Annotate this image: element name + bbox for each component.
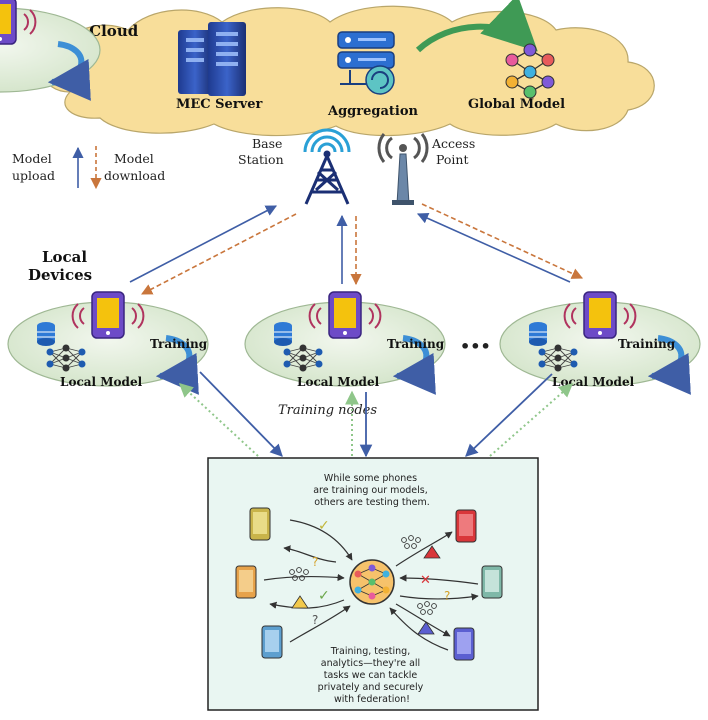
- central-model-icon: [349, 559, 395, 605]
- checkmark-icon-2: ✓: [318, 588, 330, 604]
- legend-download-line2: download: [104, 168, 165, 183]
- phone-icon-training-1: [249, 507, 271, 541]
- aggregation-icon: [337, 31, 395, 95]
- base-station-label-line1: Base: [252, 136, 282, 151]
- caption-top-line2: are training our models,: [313, 485, 428, 496]
- caption-bottom-line1: Training, testing,: [330, 646, 410, 657]
- base-station-label-line2: Station: [238, 152, 284, 167]
- aggregation-label: Aggregation: [327, 104, 419, 119]
- checkmark-icon-1: ✓: [318, 518, 330, 534]
- federation-panel: While some phones are training our model…: [207, 457, 539, 711]
- local-devices-title-line2: Devices: [28, 266, 92, 284]
- legend-download-line1: Model: [114, 151, 154, 166]
- sketch-arrow-3: [263, 573, 345, 582]
- sketch-arrow-6: [395, 531, 453, 567]
- caption-bottom-line2: analytics—they're all: [321, 658, 420, 669]
- sketch-arrow-4: [269, 599, 345, 609]
- aggregation-to-global-arrow: [415, 0, 538, 53]
- arrow-legend: Model upload Model download: [12, 146, 165, 190]
- access-point: Access Point: [377, 133, 475, 205]
- sketch-arrow-9: [395, 603, 451, 637]
- phone-icon-training-2: [235, 565, 257, 599]
- data-dots-icon: [289, 535, 437, 615]
- caption-top: While some phones are training our model…: [313, 473, 431, 508]
- sketch-arrow-7: [399, 574, 479, 585]
- question-icon-3: ?: [444, 589, 450, 603]
- neural-network-icon: [505, 43, 555, 99]
- question-icon-2: ?: [312, 613, 318, 627]
- sketch-arrow-2: [283, 545, 337, 563]
- sketch-arrow-5: [289, 605, 351, 643]
- phone-icon-testing-2: [481, 565, 503, 599]
- legend-upload-line2: upload: [12, 168, 55, 183]
- caption-top-line3: others are testing them.: [314, 497, 429, 508]
- phone-icon-testing-1: [455, 509, 477, 543]
- edge-cloud: Edge Cloud MEC Server Aggre: [42, 0, 655, 137]
- download-arrow-left: [141, 213, 297, 295]
- caption-bottom: Training, testing, analytics—they're all…: [318, 646, 427, 705]
- training-nodes-label: Training nodes: [278, 403, 377, 418]
- local-devices-title-line1: Local: [42, 248, 87, 266]
- base-station: Base Station: [238, 128, 351, 205]
- training-label-center: Training: [387, 337, 445, 351]
- phone-icon-training-3: [261, 625, 283, 659]
- local-device-node-template: [0, 0, 101, 101]
- local-model-label-right: Local Model: [552, 375, 635, 389]
- cross-icon: ✕: [420, 573, 431, 588]
- caption-top-line1: While some phones: [324, 473, 417, 484]
- phone-icon-testing-3: [453, 627, 475, 661]
- model-transfer-arrows: [129, 203, 584, 295]
- caption-bottom-line5: with federation!: [334, 694, 410, 705]
- sketch-arrow-1: [289, 519, 353, 561]
- local-model-label-center: Local Model: [297, 375, 380, 389]
- question-icon-1: ?: [312, 555, 318, 569]
- upload-arrow-left: [129, 205, 277, 283]
- triangle-icon-3: [417, 621, 435, 635]
- triangle-icon-2: [423, 545, 441, 559]
- local-model-label-left: Local Model: [60, 375, 143, 389]
- upload-arrow-right: [416, 213, 571, 283]
- legend-upload-line1: Model: [12, 151, 52, 166]
- node-to-panel-arrow-right: [465, 373, 553, 457]
- sketch-arrow-10: [389, 607, 449, 651]
- access-point-label-line1: Access: [431, 136, 475, 151]
- access-point-label-line2: Point: [436, 152, 469, 167]
- wifi-antenna-icon: [377, 133, 429, 205]
- caption-bottom-line4: privately and securely: [318, 682, 424, 693]
- server-icon: [178, 22, 246, 96]
- panel-to-node-arrow-right: [489, 383, 574, 457]
- global-model-label: Global Model: [468, 97, 565, 112]
- triangle-icon-1: [291, 595, 309, 609]
- download-arrow-right: [421, 203, 584, 279]
- node-to-panel-arrow-left: [199, 371, 283, 457]
- mec-server-label: MEC Server: [176, 97, 263, 112]
- panel-link-arrows: [178, 371, 574, 458]
- training-label-left: Training: [150, 337, 208, 351]
- cell-tower-icon: [303, 128, 351, 205]
- training-label-right: Training: [618, 337, 676, 351]
- sketch-arrow-8: [399, 593, 479, 601]
- more-nodes-ellipsis: •••: [460, 337, 491, 356]
- caption-bottom-line3: tasks we can tackle: [324, 670, 418, 681]
